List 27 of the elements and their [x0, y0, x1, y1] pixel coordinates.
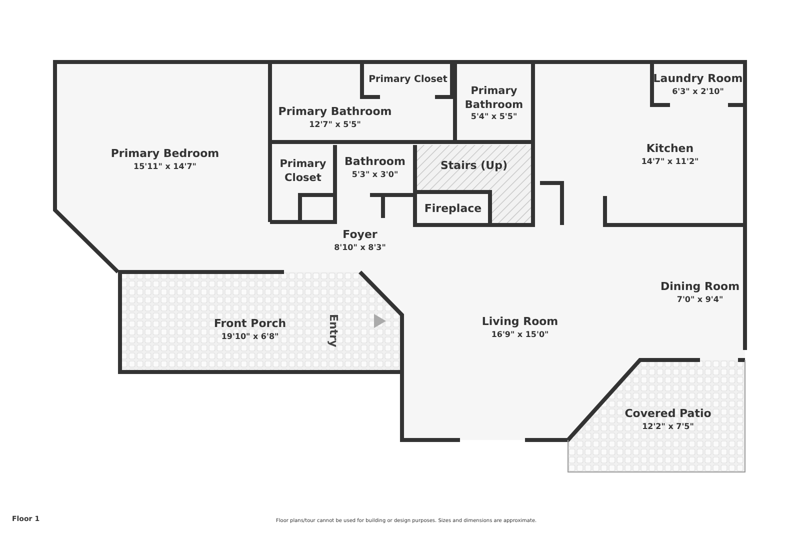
room-dimensions: 12'2" x 7'5" — [642, 422, 694, 433]
room-name: Covered Patio — [624, 407, 712, 422]
room-dimensions: 6'3" x 2'10" — [672, 87, 724, 98]
room-name: Stairs (Up) — [440, 159, 508, 174]
room-dimensions: 16'9" x 15'0" — [491, 330, 549, 341]
room-name: Primary Bathroom — [464, 84, 524, 112]
room-name: Bathroom — [344, 155, 406, 170]
room-name: Primary Bedroom — [110, 147, 220, 162]
room-dimensions: 12'7" x 5'5" — [309, 120, 361, 131]
room-dimensions: 15'11" x 14'7" — [134, 162, 196, 173]
room-name: Kitchen — [646, 142, 694, 158]
room-name: Laundry Room — [653, 72, 743, 88]
room-dimensions: 7'0" x 9'4" — [676, 295, 724, 306]
room-dimensions: 8'10" x 8'3" — [334, 243, 386, 254]
room-name: Front Porch — [214, 317, 286, 332]
room-name: Primary Closet — [278, 156, 328, 186]
room-dimensions: 5'3" x 3'0" — [352, 170, 398, 181]
room-name: Primary Closet — [368, 74, 448, 86]
entry-label: Entry — [327, 314, 340, 348]
room-name: Living Room — [482, 315, 558, 330]
room-name: Foyer — [342, 228, 378, 244]
room-name: Dining Room — [660, 280, 740, 296]
room-dimensions: 5'4" x 5'5" — [470, 112, 518, 122]
room-dimensions: 19'10" x 6'8" — [221, 332, 279, 343]
room-dimensions: 14'7" x 11'2" — [641, 157, 699, 168]
room-name: Fireplace — [424, 202, 482, 216]
room-name: Primary Bathroom — [278, 105, 392, 120]
